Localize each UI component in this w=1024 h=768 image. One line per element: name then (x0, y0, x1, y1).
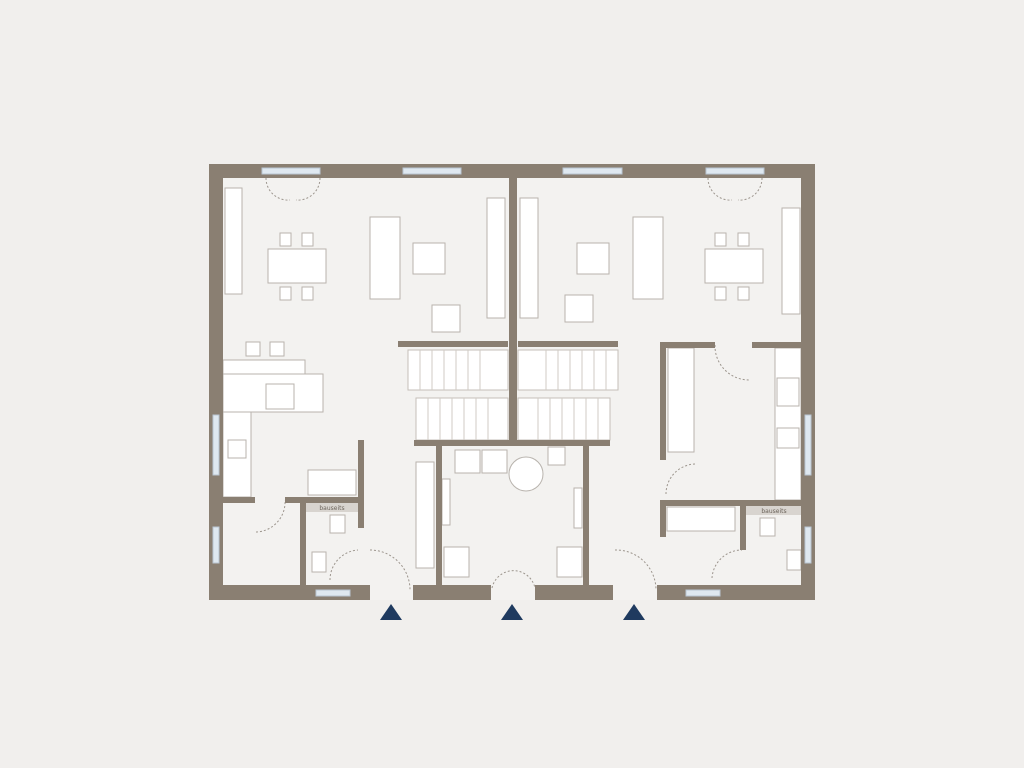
sofa (632, 216, 664, 300)
bauseits-band (746, 506, 801, 515)
bed-storage (667, 347, 695, 453)
armchair (564, 294, 594, 323)
bathtub (307, 469, 357, 496)
coffee-table (412, 242, 446, 275)
toilet (759, 517, 776, 537)
sink (776, 427, 800, 449)
utility-sink (547, 446, 566, 466)
bathtub (666, 506, 736, 532)
stove-left (443, 546, 470, 578)
chair (737, 286, 750, 301)
washbasin (311, 551, 327, 573)
boiler-tank (508, 456, 544, 492)
chair (279, 232, 292, 247)
shelf (573, 487, 583, 529)
kitchen-counter (774, 347, 802, 501)
stove-right (556, 546, 583, 578)
chair (737, 232, 750, 247)
walls (209, 164, 815, 600)
bauseits-label: bauseits (319, 505, 344, 512)
dryer (481, 449, 508, 474)
bar-stool (245, 341, 261, 357)
bauseits-band (306, 503, 358, 512)
windows (212, 167, 812, 597)
dining-table (704, 248, 764, 284)
tv-unit (519, 197, 539, 319)
sofa (369, 216, 401, 300)
door-swings (255, 177, 763, 591)
shelf (441, 478, 451, 526)
bar-stool (269, 341, 285, 357)
cooktop (776, 377, 800, 407)
coffee-table (576, 242, 610, 275)
washing-machine (454, 449, 481, 474)
entrance-marker-right (623, 604, 645, 620)
staircase-right (517, 349, 619, 441)
entrance-marker-left (380, 604, 402, 620)
toilet (329, 514, 346, 534)
wardrobe (415, 461, 435, 569)
kitchen-island (222, 359, 306, 375)
cooktop (265, 383, 295, 410)
furniture-right: bauseits (519, 197, 802, 571)
armchair (431, 304, 461, 333)
chair (279, 286, 292, 301)
chair (301, 286, 314, 301)
furniture-left: bauseits (222, 187, 583, 578)
bauseits-label: bauseits (761, 508, 786, 515)
washbasin (786, 549, 802, 571)
tv-unit (486, 197, 506, 319)
sink (227, 439, 247, 459)
sideboard (781, 207, 801, 315)
chair (714, 232, 727, 247)
staircase-left (407, 349, 509, 441)
sideboard (224, 187, 243, 295)
dining-table (267, 248, 327, 284)
entrance-marker-center (501, 604, 523, 620)
chair (301, 232, 314, 247)
chair (714, 286, 727, 301)
